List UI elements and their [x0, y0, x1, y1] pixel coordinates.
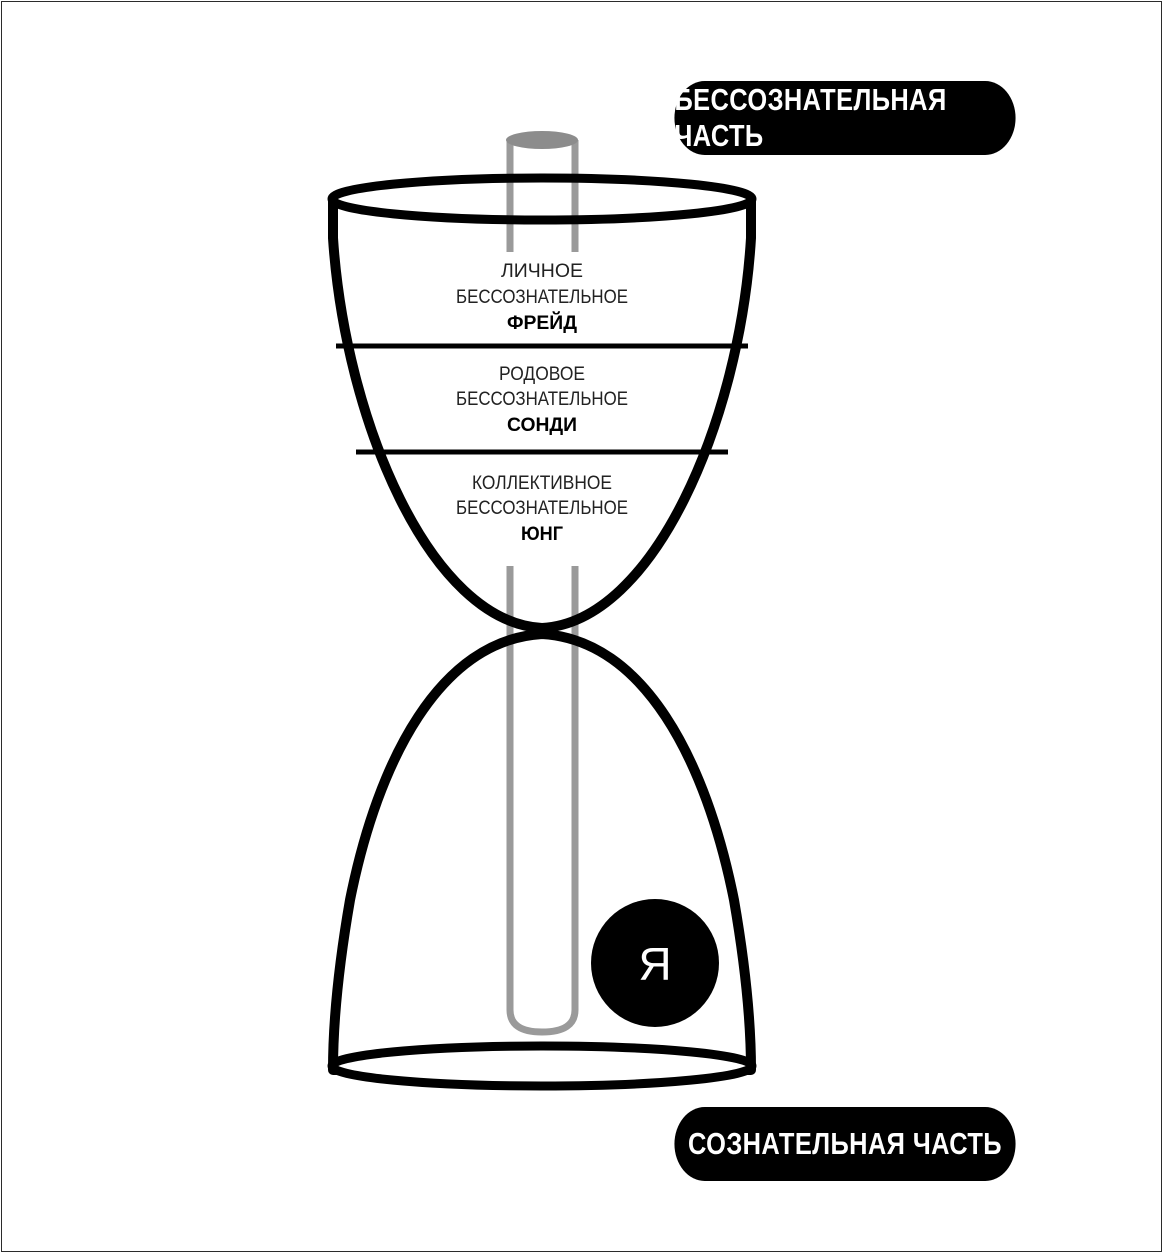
upper-bowl-rim: [332, 178, 752, 220]
layer-personal-line1: ЛИЧНОЕ: [501, 261, 583, 282]
layer-ancestral-author: СОНДИ: [507, 415, 577, 436]
layer-personal-author: ФРЕЙД: [507, 312, 577, 334]
layer-ancestral-line1: РОДОВОЕ: [499, 364, 585, 385]
layer-collective-line1: КОЛЛЕКТИВНОЕ: [472, 473, 612, 494]
tube-cap: [506, 131, 578, 149]
layer-ancestral-line2: БЕССОЗНАТЕЛЬНОЕ: [456, 389, 628, 410]
layer-collective: КОЛЛЕКТИВНОЕ БЕССОЗНАТЕЛЬНОЕ ЮНГ: [456, 473, 628, 545]
layer-collective-author: ЮНГ: [521, 524, 563, 545]
self-marker: Я: [591, 899, 719, 1027]
lower-bell: [332, 634, 752, 1086]
tube-bottom: [510, 1010, 575, 1032]
layer-ancestral: РОДОВОЕ БЕССОЗНАТЕЛЬНОЕ СОНДИ: [456, 364, 628, 436]
layer-personal: ЛИЧНОЕ БЕССОЗНАТЕЛЬНОЕ ФРЕЙД: [456, 261, 628, 334]
self-label: Я: [638, 938, 671, 990]
lower-bell-base: [332, 1046, 752, 1086]
conscious-part-label: СОЗНАТЕЛЬНАЯ ЧАСТЬ: [674, 1107, 1015, 1181]
layer-personal-line2: БЕССОЗНАТЕЛЬНОЕ: [456, 287, 628, 308]
layer-collective-line2: БЕССОЗНАТЕЛЬНОЕ: [456, 498, 628, 519]
